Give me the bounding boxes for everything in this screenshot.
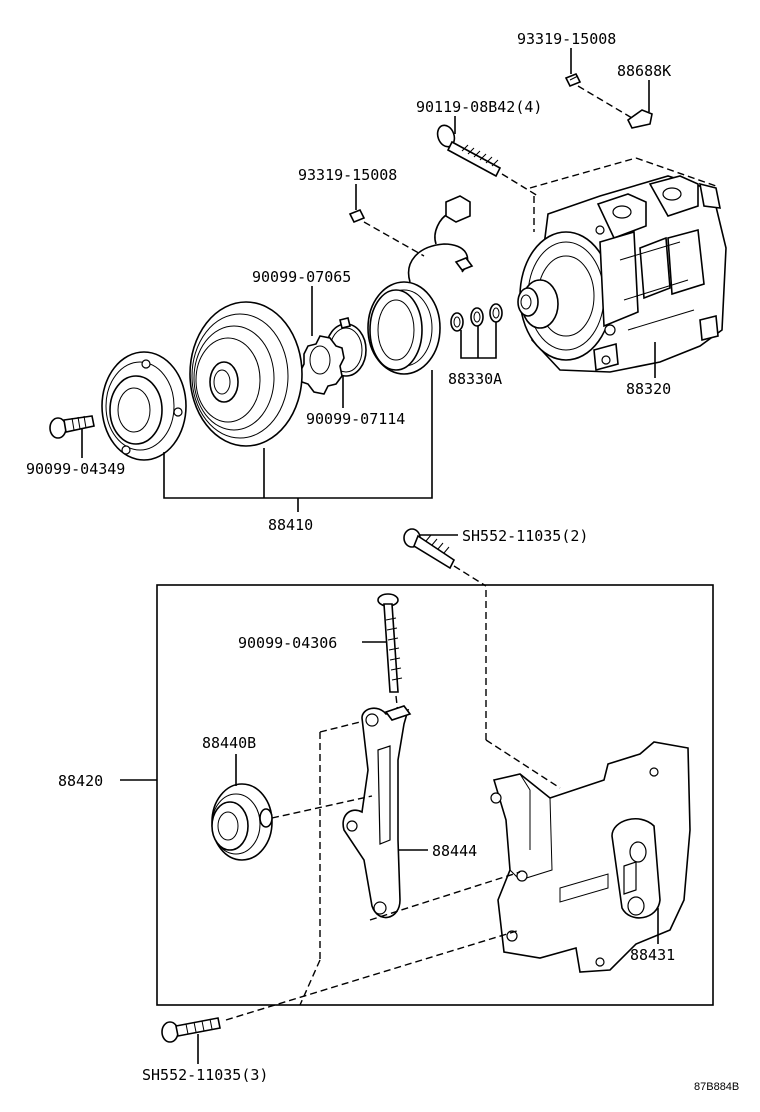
snap-ring-90099-07114[interactable]	[325, 317, 367, 377]
label-88320[interactable]: 88320	[626, 380, 671, 398]
dash-box-2	[485, 739, 561, 789]
pulley[interactable]	[189, 301, 303, 447]
box-88420	[156, 584, 714, 1006]
dash-90119	[501, 173, 539, 197]
dash-compressor-top-2	[635, 157, 717, 187]
dash-93319-mid	[363, 221, 425, 257]
adjusting-bar-88444[interactable]	[342, 705, 412, 919]
dash-sh552-2	[453, 565, 487, 587]
compressor-88320[interactable]	[517, 175, 727, 373]
bolt-90099-04349[interactable]	[49, 415, 95, 439]
label-sh552-11035-2[interactable]: SH552-11035(2)	[462, 527, 588, 545]
idler-pulley-88440b[interactable]	[211, 783, 273, 861]
label-90099-04349[interactable]: 90099-04349	[26, 460, 125, 478]
dash-box-5	[299, 959, 321, 1006]
label-88440b[interactable]: 88440B	[202, 734, 256, 752]
dash-sh552-3	[225, 929, 521, 1021]
dash-compressor-top	[529, 157, 637, 189]
shims-88330a[interactable]	[450, 303, 503, 332]
diagram-code: 87B884B	[694, 1081, 739, 1093]
bolt-90099-04306[interactable]	[377, 593, 403, 693]
label-88410[interactable]: 88410	[268, 516, 313, 534]
label-88420[interactable]: 88420	[58, 772, 103, 790]
bolt-sh552-2[interactable]	[403, 528, 456, 570]
dash-88440b	[271, 795, 373, 819]
screw-93319-mid[interactable]	[348, 208, 366, 224]
label-88431[interactable]: 88431	[630, 946, 675, 964]
label-90099-07114[interactable]: 90099-07114	[306, 410, 405, 428]
label-88330a[interactable]: 88330A	[448, 370, 502, 388]
pressure-plate[interactable]	[101, 351, 187, 461]
field-coil[interactable]	[367, 281, 441, 375]
snap-ring-90099-07065[interactable]	[299, 335, 345, 395]
leader-88330a	[460, 322, 497, 359]
bracket-88431[interactable]	[490, 741, 691, 973]
label-93319-15008-top[interactable]: 93319-15008	[517, 30, 616, 48]
label-90119-08b42[interactable]: 90119-08B42(4)	[416, 98, 542, 116]
dash-93319-top	[577, 85, 633, 119]
label-90099-04306[interactable]: 90099-04306	[238, 634, 337, 652]
label-90099-07065[interactable]: 90099-07065	[252, 268, 351, 286]
dash-bracket-bottom	[369, 871, 521, 921]
clip-88688k[interactable]	[626, 109, 653, 129]
label-sh552-11035-3[interactable]: SH552-11035(3)	[142, 1066, 268, 1084]
screw-93319-top[interactable]	[564, 72, 582, 88]
stator-wire	[407, 195, 474, 283]
bolt-sh552-3[interactable]	[161, 1017, 221, 1043]
label-88444[interactable]: 88444	[432, 842, 477, 860]
leader-88410	[163, 370, 433, 512]
bolt-90119[interactable]	[435, 123, 502, 178]
label-88688k[interactable]: 88688K	[617, 62, 671, 80]
label-93319-15008-mid[interactable]: 93319-15008	[298, 166, 397, 184]
